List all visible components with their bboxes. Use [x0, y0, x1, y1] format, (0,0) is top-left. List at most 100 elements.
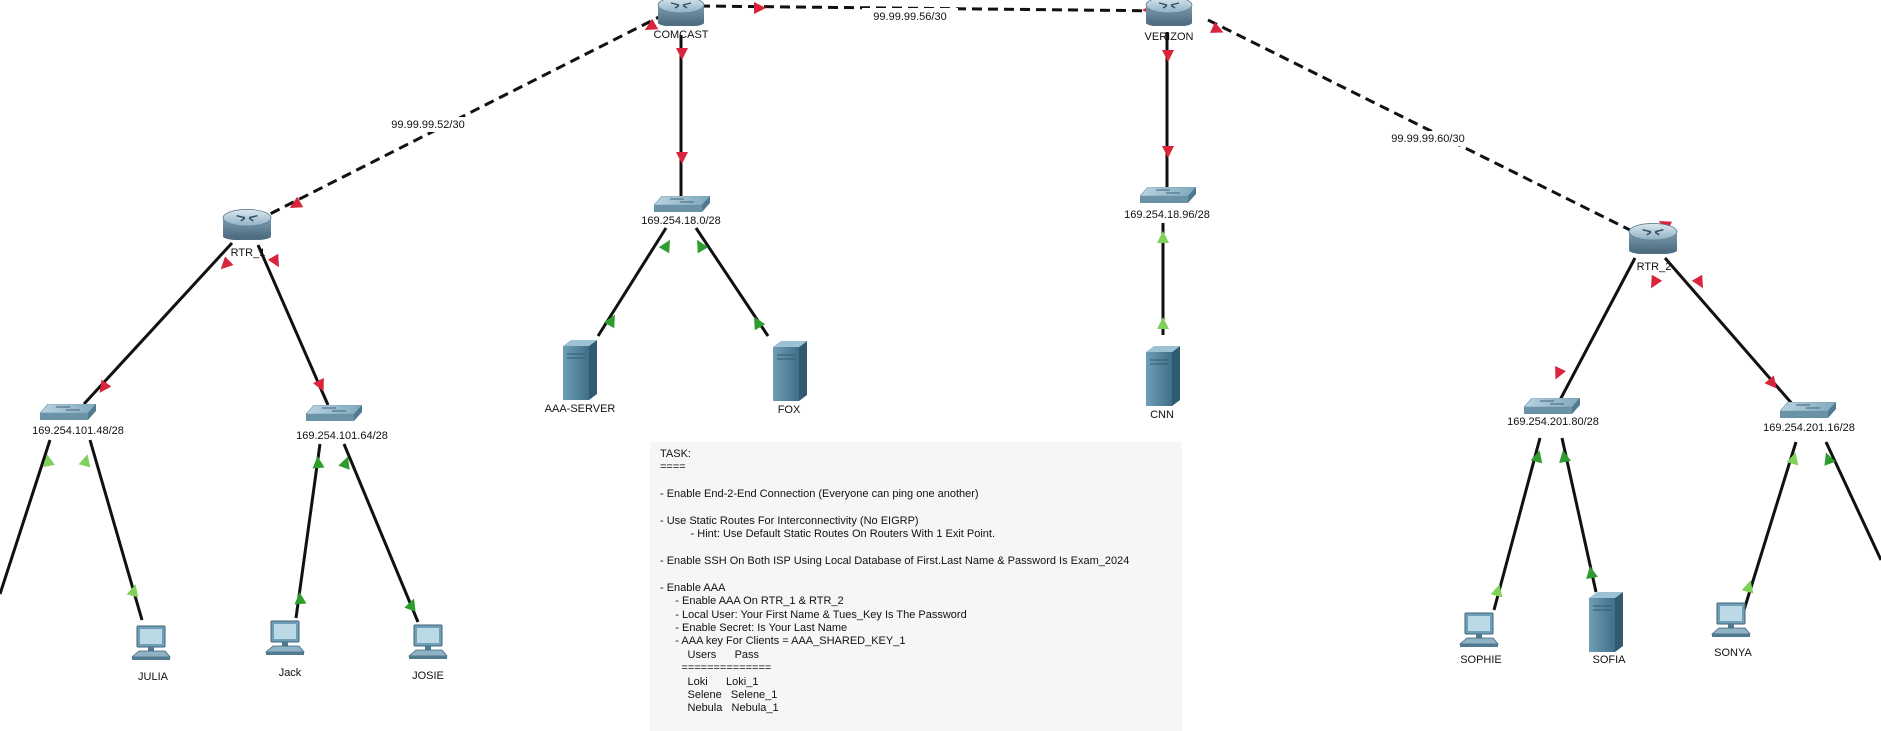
- link-status-triangle: [1162, 146, 1174, 158]
- link-status-triangle: [1586, 566, 1598, 579]
- net-comcast-rtr1: 99.99.99.52/30: [391, 119, 464, 131]
- switch-comcast-lan[interactable]: [654, 196, 710, 213]
- link-switch-jack[interactable]: [294, 443, 322, 619]
- link-status-triangle: [1824, 452, 1836, 466]
- link-status-triangle: [754, 2, 766, 14]
- task-line: TASK:: [660, 448, 691, 460]
- link-status-triangle: [338, 456, 350, 470]
- task-line: [660, 569, 1172, 582]
- label-rtr-2: RTR_2: [1637, 261, 1672, 273]
- link-switch-josie[interactable]: [342, 443, 420, 623]
- link-switch-sonya[interactable]: [1742, 441, 1798, 611]
- link-status-triangle: [1530, 450, 1543, 464]
- task-line: [660, 542, 1172, 555]
- task-line: - Enable AAA On RTR_1 & RTR_2: [660, 595, 844, 608]
- task-line: - Hint: Use Default Static Routes On Rou…: [660, 528, 996, 541]
- label-julia: JULIA: [138, 671, 169, 683]
- link-status-triangle: [1786, 452, 1799, 466]
- link-status-triangle: [99, 379, 112, 393]
- link-switch-unnamed-left[interactable]: [0, 439, 52, 595]
- link-status-triangle: [697, 239, 709, 254]
- link-comcast-verizon[interactable]: [699, 4, 1171, 13]
- task-line: - Enable AAA: [660, 581, 726, 594]
- link-status-triangle: [676, 152, 688, 164]
- link-switch-sophie[interactable]: [1492, 437, 1542, 611]
- task-line: [660, 475, 1172, 488]
- net-comcast-lan: 169.254.18.0/28: [641, 215, 721, 227]
- link-comcast-rtr1[interactable]: [261, 12, 666, 220]
- label-cnn: CNN: [1150, 409, 1174, 421]
- label-sonya: SONYA: [1714, 647, 1752, 659]
- router-rtr-1[interactable]: [222, 208, 272, 240]
- pc-julia[interactable]: [131, 625, 171, 661]
- link-status-triangle: [1157, 231, 1169, 243]
- label-josie: JOSIE: [412, 670, 444, 682]
- link-status-triangle: [1651, 274, 1663, 289]
- label-jack: Jack: [279, 667, 302, 679]
- link-status-triangle: [294, 592, 307, 605]
- task-line: Users Pass: [660, 648, 760, 661]
- label-comcast: COMCAST: [654, 29, 709, 41]
- device-labels: COMCAST VERIZON RTR_1 RTR_2 AAA-SERVER F…: [138, 29, 1752, 683]
- switch-rtr2-lan-b[interactable]: [1780, 402, 1836, 419]
- pc-jack[interactable]: [265, 620, 305, 656]
- link-status-triangle: [1210, 22, 1224, 33]
- task-line: - Enable Secret: Is Your Last Name: [660, 622, 848, 635]
- link-status-triangle: [78, 454, 91, 468]
- net-rtr2-lan-a: 169.254.201.80/28: [1507, 416, 1599, 428]
- link-switch-sofia[interactable]: [1560, 437, 1598, 593]
- link-status-triangle: [1555, 366, 1566, 380]
- task-line: - AAA key For Clients = AAA_SHARED_KEY_1: [660, 635, 906, 648]
- link-verizon-rtr2[interactable]: [1207, 18, 1635, 234]
- link-status-triangle: [312, 456, 325, 469]
- link-status-triangle: [267, 253, 279, 268]
- task-line: Loki Loki_1: [660, 675, 759, 688]
- link-status-triangle: [43, 454, 55, 467]
- link-status-triangle: [1157, 317, 1169, 329]
- task-line: Selene Selene_1: [660, 689, 778, 702]
- server-cnn[interactable]: [1146, 346, 1180, 406]
- switch-rtr2-lan-a[interactable]: [1524, 398, 1580, 415]
- router-rtr-2[interactable]: [1628, 222, 1678, 254]
- pc-sonya[interactable]: [1711, 602, 1751, 638]
- link-status-triangle: [658, 239, 670, 254]
- task-line: - Use Static Routes For Interconnectivit…: [660, 514, 919, 527]
- link-status-triangle: [676, 48, 688, 60]
- server-aaa[interactable]: [563, 340, 597, 400]
- task-line: - Enable SSH On Both ISP Using Local Dat…: [660, 555, 1130, 568]
- switch-rtr1-lan-b[interactable]: [306, 405, 362, 422]
- link-switch-fox[interactable]: [694, 227, 770, 337]
- link-rtr1-switch-b[interactable]: [256, 244, 330, 406]
- switch-rtr1-lan-a[interactable]: [40, 404, 96, 421]
- link-switch-aaa-server[interactable]: [596, 227, 668, 337]
- server-sofia[interactable]: [1589, 592, 1623, 652]
- link-switch-unnamed-right[interactable]: [1824, 441, 1881, 561]
- switch-verizon-lan[interactable]: [1140, 187, 1196, 204]
- network-labels: 99.99.99.56/30 99.99.99.52/30 99.99.99.6…: [22, 8, 1866, 442]
- link-status-triangle: [313, 378, 324, 392]
- task-line: [660, 502, 1172, 515]
- router-verizon[interactable]: [1145, 0, 1193, 27]
- link-status-triangle: [1162, 50, 1174, 62]
- router-comcast[interactable]: [657, 0, 705, 27]
- link-status-triangle: [1741, 580, 1754, 594]
- server-fox[interactable]: [773, 341, 807, 401]
- net-rtr2-lan-b: 169.254.201.16/28: [1763, 422, 1855, 434]
- net-verizon-rtr2: 99.99.99.60/30: [1391, 133, 1464, 145]
- pc-josie[interactable]: [408, 624, 448, 660]
- task-line: Nebula Nebula_1: [660, 702, 779, 715]
- pc-sophie[interactable]: [1459, 612, 1499, 648]
- label-sophie: SOPHIE: [1460, 654, 1502, 666]
- link-rtr2-switch-a[interactable]: [1558, 257, 1637, 401]
- link-status-triangle: [126, 584, 139, 598]
- net-verizon-lan: 169.254.18.96/28: [1124, 209, 1210, 221]
- link-status-triangle: [754, 316, 766, 331]
- link-rtr1-switch-a[interactable]: [82, 241, 234, 406]
- task-line: ====: [660, 461, 686, 474]
- label-verizon: VERIZON: [1145, 31, 1194, 43]
- task-line: - Enable End-2-End Connection (Everyone …: [660, 488, 979, 501]
- task-note: TASK:==== - Enable End-2-End Connection (…: [650, 442, 1182, 731]
- label-fox: FOX: [778, 404, 801, 416]
